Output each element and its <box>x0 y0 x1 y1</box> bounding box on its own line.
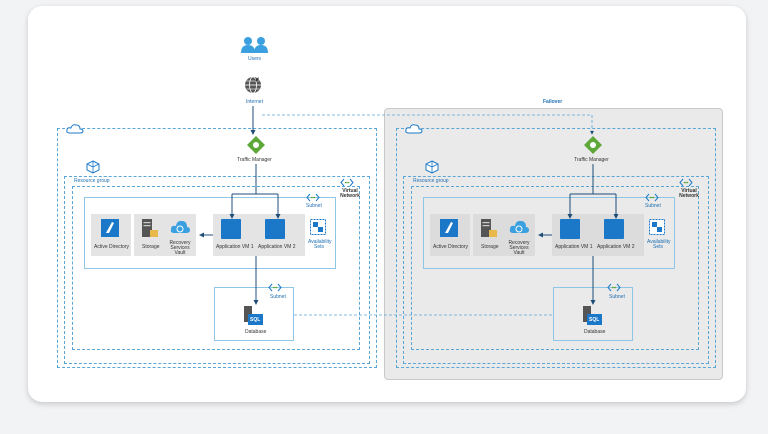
vm-icon <box>560 219 580 239</box>
primary-app-subnet <box>84 197 336 269</box>
resource-group-icon <box>86 160 100 174</box>
failover-label: Failover <box>543 99 563 105</box>
secondary-vnet-boundary <box>411 186 699 350</box>
traffic-manager-label: Traffic Manager <box>574 157 609 163</box>
vault-label: Recovery Services Vault <box>508 240 530 256</box>
secondary-app-subnet <box>423 197 675 269</box>
availability-sets-label: Availability Sets <box>647 239 671 250</box>
users-icon <box>241 37 268 53</box>
subnet-icon <box>645 193 659 202</box>
storage-label: Storage <box>142 244 160 250</box>
storage-label: Storage <box>481 244 499 250</box>
internet-globe-icon <box>245 76 261 94</box>
subnet-db-label: Subnet <box>609 294 625 300</box>
users-label: Users <box>248 56 262 62</box>
sql-label: SQL <box>250 317 261 323</box>
virtual-network-label: Virtual Network <box>679 188 699 199</box>
resource-group-icon <box>425 160 439 174</box>
availability-set-icon <box>649 219 665 235</box>
database-label: Database <box>245 329 267 335</box>
primary-resource-group-boundary <box>64 176 370 364</box>
subnet-app-label: Subnet <box>645 203 661 209</box>
active-directory-label: Active Directory <box>94 244 130 250</box>
subnet-icon <box>607 283 621 292</box>
primary-db-subnet <box>214 287 294 341</box>
secondary-resource-group-boundary <box>403 176 709 364</box>
resource-group-label: Resource group <box>74 178 110 184</box>
resource-group-label: Resource group <box>413 178 449 184</box>
storage-icon <box>142 219 158 237</box>
sql-database-icon <box>244 306 263 325</box>
vault-icon <box>509 220 529 233</box>
primary-region-boundary <box>57 128 377 368</box>
vnet-icon <box>679 178 693 187</box>
subnet-icon <box>268 283 282 292</box>
vm-icon <box>604 219 624 239</box>
subnet-app-label: Subnet <box>306 203 322 209</box>
availability-set-icon <box>310 219 326 235</box>
active-directory-label: Active Directory <box>433 244 469 250</box>
subnet-db-label: Subnet <box>270 294 286 300</box>
vault-label: Recovery Services Vault <box>169 240 191 256</box>
primary-vnet-boundary <box>72 186 360 350</box>
app-vm1-label: Application VM 1 <box>216 244 254 250</box>
database-label: Database <box>584 329 606 335</box>
cloud-icon <box>66 124 84 134</box>
subnet-icon <box>306 193 320 202</box>
app-vm2-label: Application VM 2 <box>597 244 635 250</box>
virtual-network-label: Virtual Network <box>340 188 360 199</box>
traffic-manager-icon <box>584 136 602 154</box>
vm-icon <box>265 219 285 239</box>
vm-icon <box>221 219 241 239</box>
vault-icon <box>170 220 190 233</box>
app-vm1-label: Application VM 1 <box>555 244 593 250</box>
sql-label: SQL <box>589 317 600 323</box>
active-directory-icon <box>101 219 119 237</box>
active-directory-icon <box>440 219 458 237</box>
app-vm2-label: Application VM 2 <box>258 244 296 250</box>
traffic-manager-label: Traffic Manager <box>237 157 272 163</box>
availability-sets-label: Availability Sets <box>308 239 332 250</box>
internet-label: Internet <box>246 99 263 105</box>
cloud-icon <box>405 124 423 134</box>
sql-database-icon <box>583 306 602 325</box>
traffic-manager-icon <box>247 136 265 154</box>
vnet-icon <box>340 178 354 187</box>
storage-icon <box>481 219 497 237</box>
